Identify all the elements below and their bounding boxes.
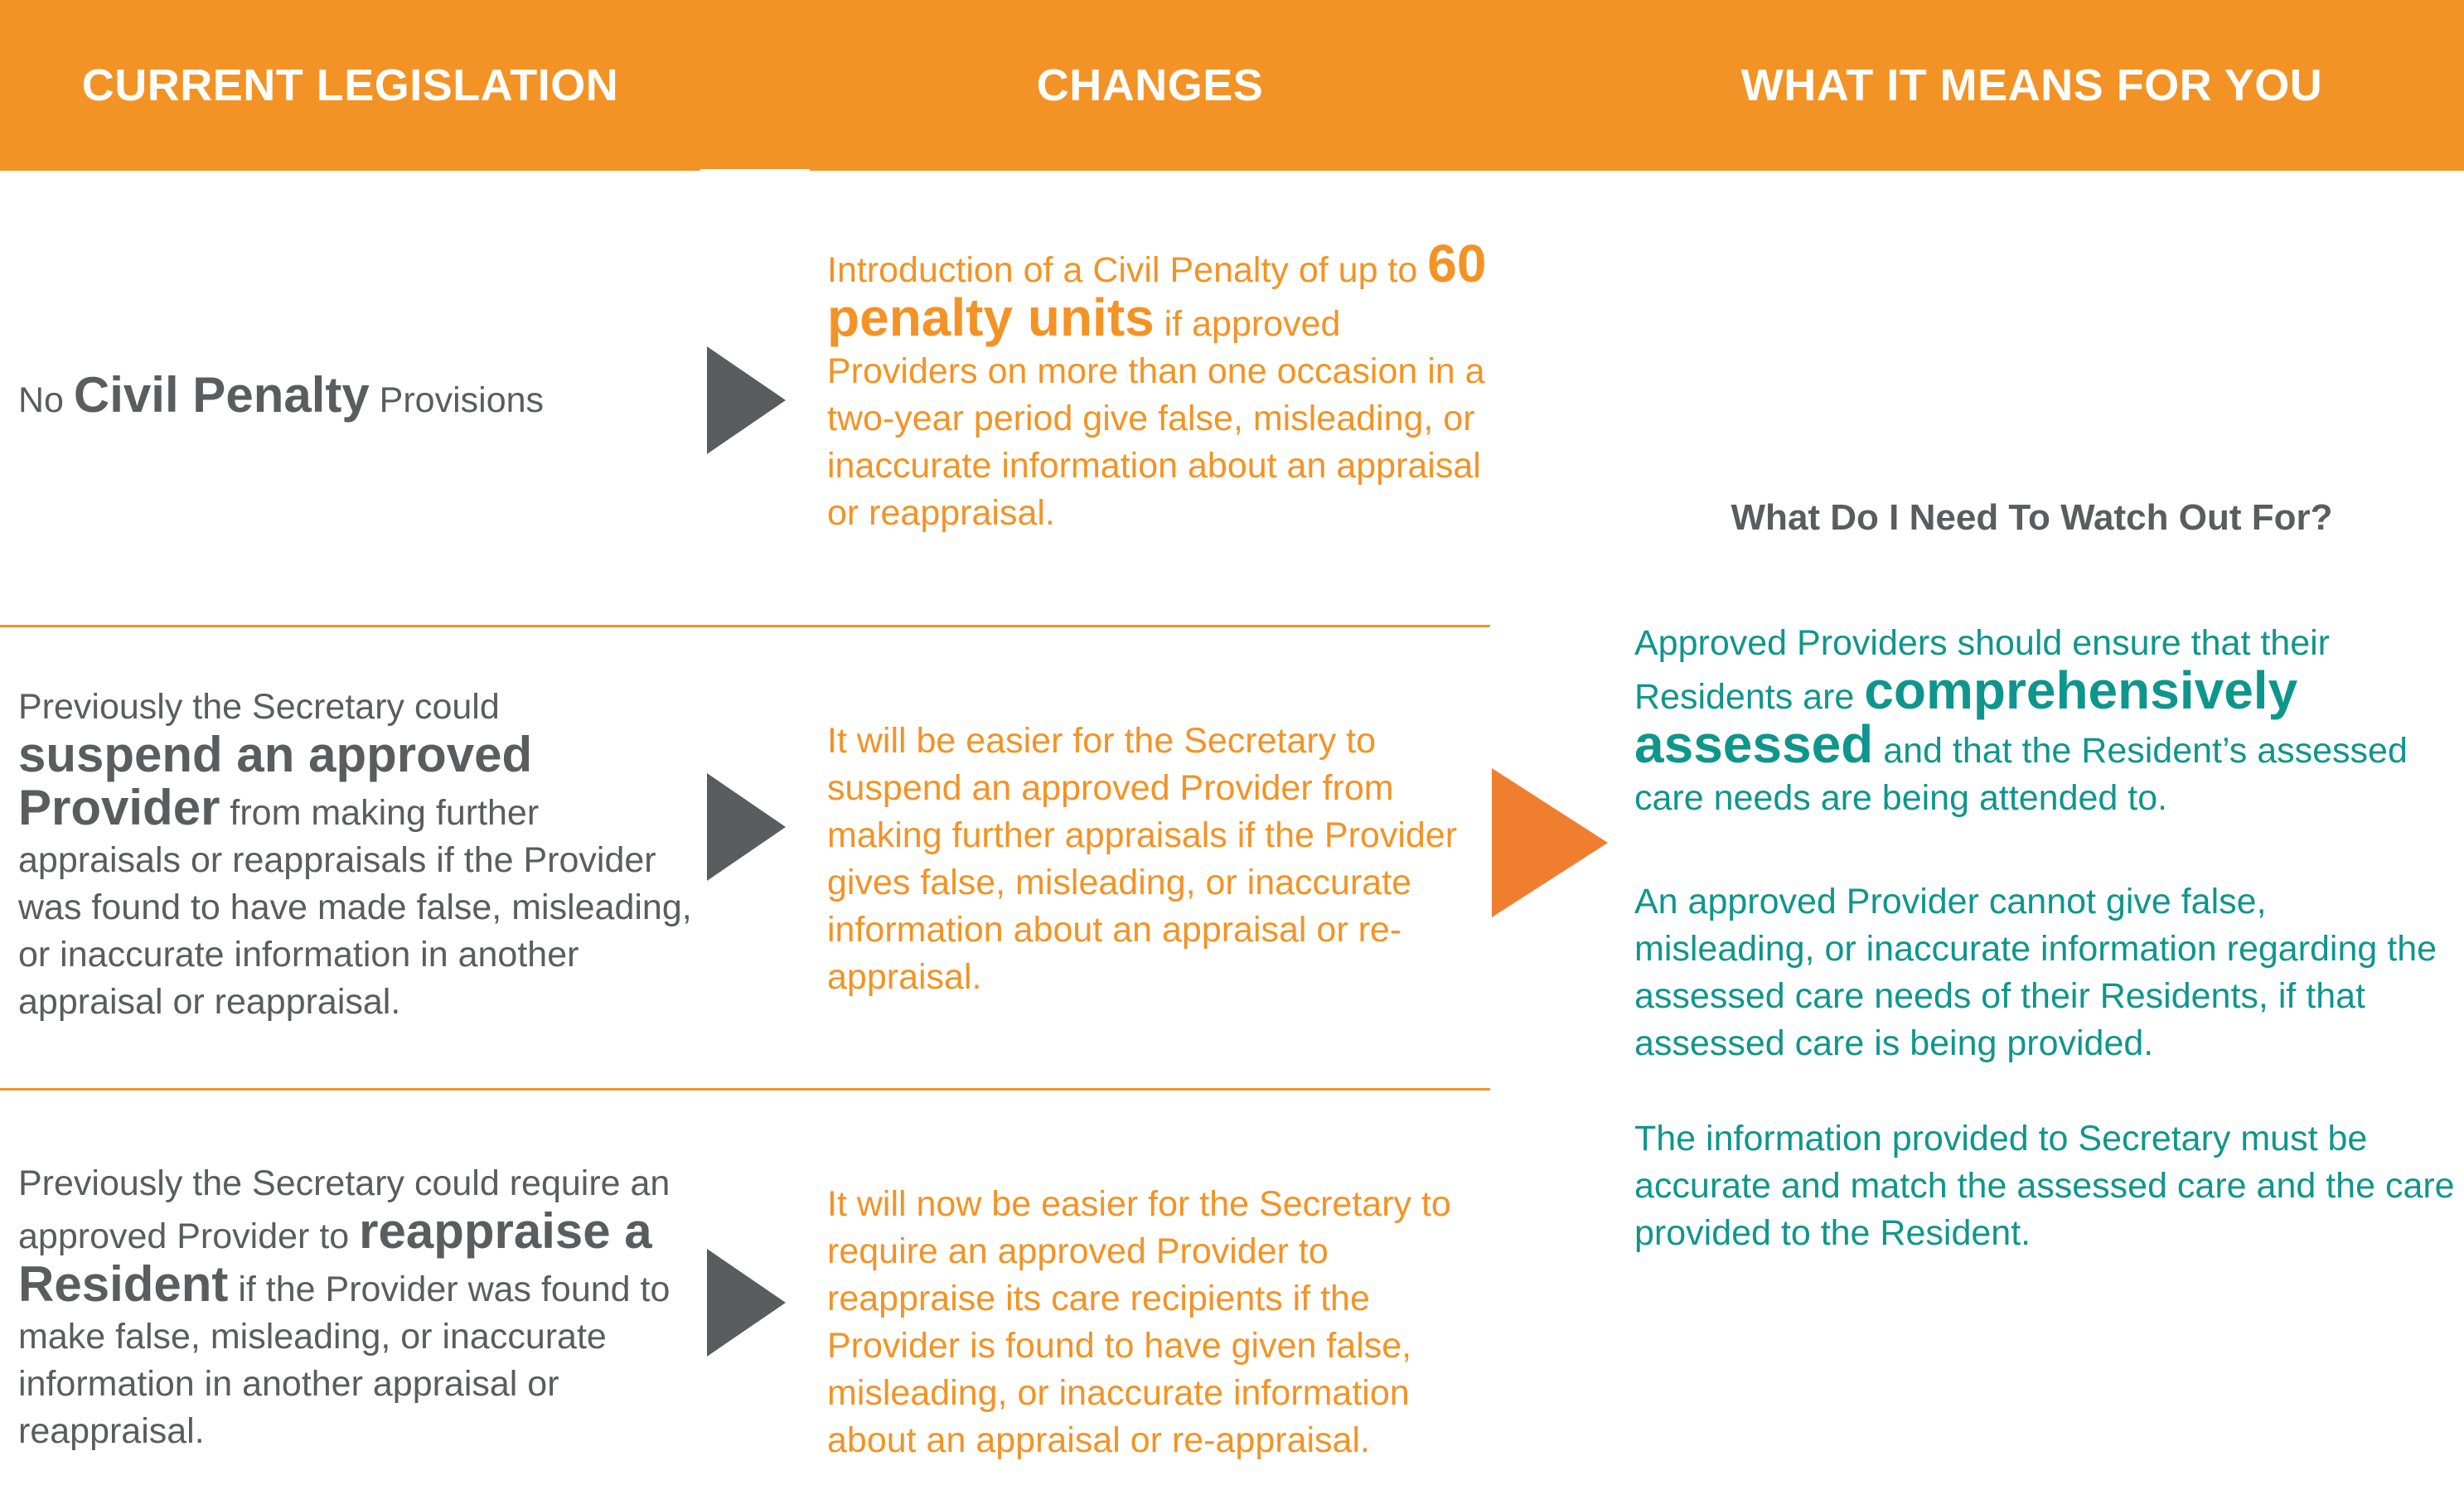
text-segment: Approved Providers should ensure that th… [1634,623,2330,717]
means-paragraph-3: The information provided to Secretary mu… [1634,1119,2455,1253]
text-segment: Provisions [369,380,545,420]
arrow-right-large-icon [1492,768,1608,917]
text-segment: if approved Providers on more than one o… [827,304,1485,533]
bold-segment: reappraise a Resident [18,1203,652,1312]
text-segment: No [18,380,74,420]
arrow-right-icon [707,773,786,881]
column-header-current-legislation: CURRENT LEGISLATION [81,60,619,110]
text-segment: Previously the Secretary could require a… [18,1163,670,1256]
arrow-right-icon [707,346,786,454]
text-segment: and that the Resident’s assessed care ne… [1634,731,2408,818]
means-paragraph-2: An approved Provider cannot give false, … [1634,882,2437,1063]
row-divider [0,1088,1490,1091]
bold-segment: comprehensively assessed [1634,660,2298,774]
arrow-right-icon [707,1249,786,1357]
column-header-changes: CHANGES [1036,60,1264,110]
header-bar [0,0,2464,171]
text-segment: Previously the Secretary could [18,687,500,727]
header-tab-notch [700,169,810,176]
bold-segment: Civil Penalty [73,367,370,423]
means-paragraph-1: Approved Providers should ensure that th… [1634,620,2455,822]
bold-segment: penalty units [827,288,1155,347]
change-row-3: It will now be easier for the Secretary … [827,1184,1451,1460]
row-divider [0,625,1490,627]
current-row-1: No Civil Penalty Provisions [18,370,681,424]
text-segment: if the Provider was found to make false,… [18,1270,670,1451]
current-row-2: Previously the Secretary could suspend a… [18,684,698,1026]
change-row-2: It will be easier for the Secretary to s… [827,721,1458,997]
column-header-what-it-means: WHAT IT MEANS FOR YOU [1740,60,2323,110]
text-segment: Introduction of a Civil Penalty of up to [827,250,1428,290]
bold-segment: 60 [1427,234,1487,293]
text-segment: from making further appraisals or reappr… [18,793,692,1022]
means-heading: What Do I Need To Watch Out For? [1731,497,2333,538]
current-row-3: Previously the Secretary could require a… [18,1160,681,1455]
change-row-1: Introduction of a Civil Penalty of up to… [827,237,1490,537]
bold-segment: suspend an approved Provider [18,727,533,835]
